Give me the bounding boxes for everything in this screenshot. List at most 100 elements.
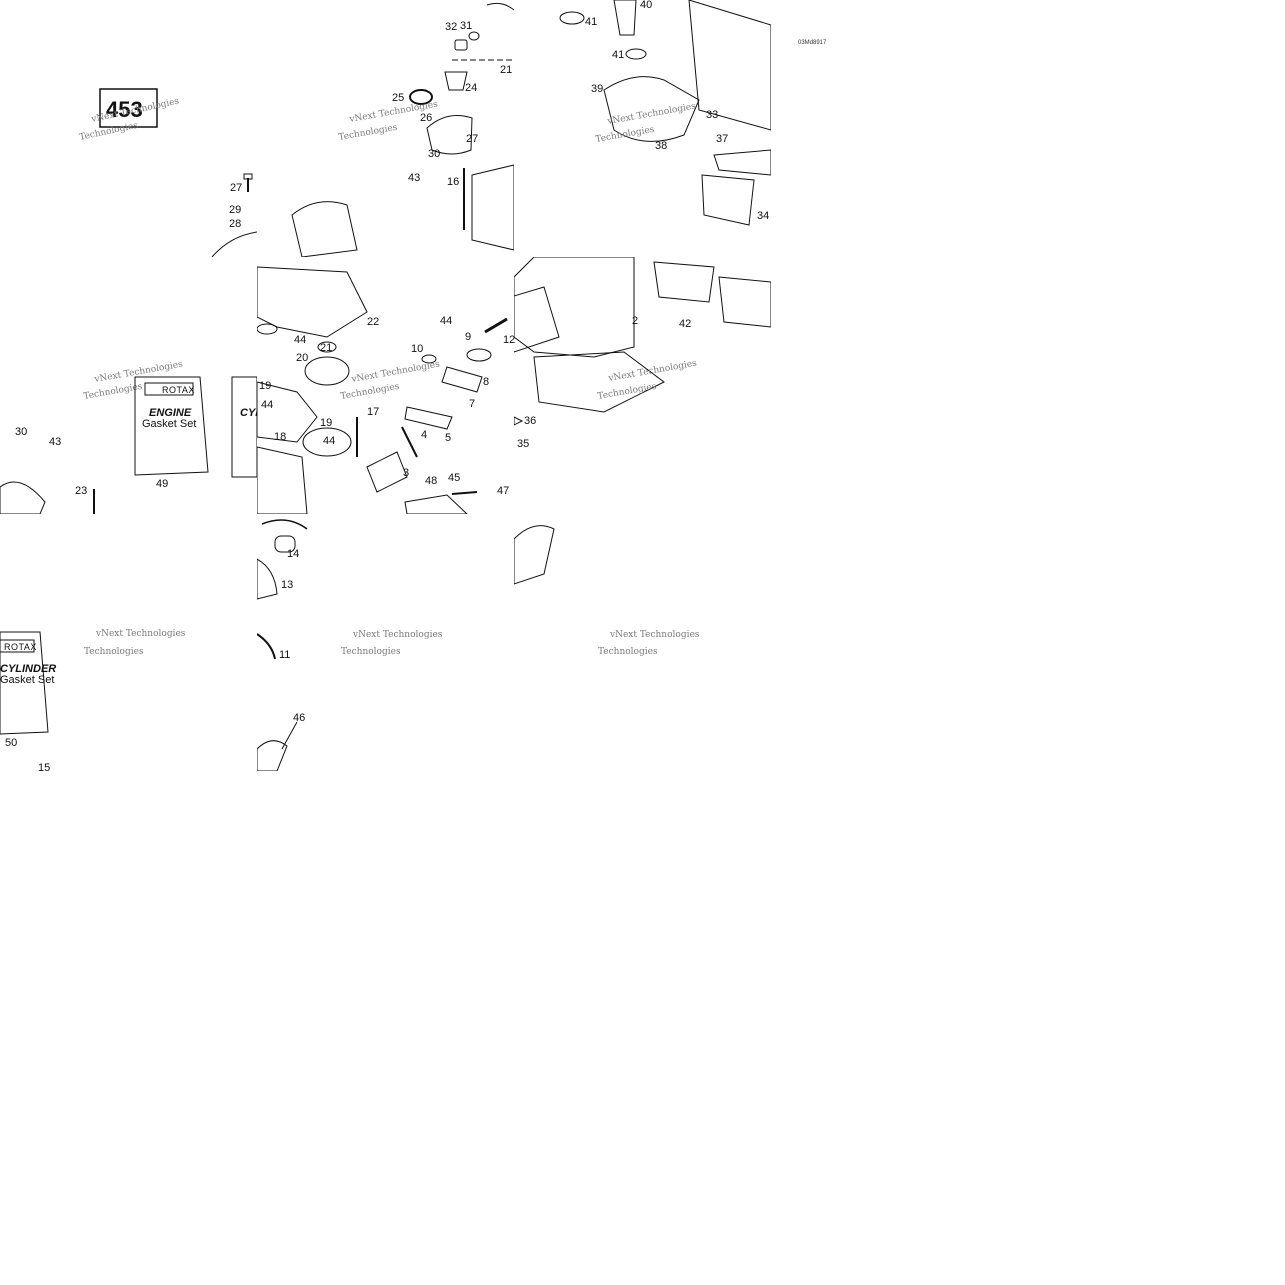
carburetor-adapter-shape: [603, 76, 700, 142]
callout-label: 13: [281, 579, 293, 591]
watermark-text: Technologies: [84, 647, 144, 657]
valve-cover-shape: [441, 366, 483, 393]
callout-label: 42: [679, 318, 691, 330]
callout-label: 30: [428, 148, 440, 160]
callout-label: 49: [156, 478, 168, 490]
callout-label: 41: [612, 49, 624, 61]
piston-pin-shape: [274, 535, 296, 553]
callout-label: 23: [75, 485, 87, 497]
tile-svg-reference: 03Md8917: [798, 40, 827, 46]
exhaust-port-shape: [514, 286, 560, 353]
thermostat-cover-shape: [426, 115, 473, 155]
diagram-tile-bottom-middle: 14 13 vNext Technologies Technologies 11…: [257, 514, 514, 771]
callout-label: 4: [421, 429, 427, 441]
callout-label: 17: [367, 406, 379, 418]
diagram-tile-bottom-right: vNext Technologies Technologies: [514, 514, 771, 771]
diagram-tile-top-left: 453 vNext Technologies Technologies 27 2…: [0, 0, 257, 257]
callout-label: 22: [367, 316, 379, 328]
watermark-text: Technologies: [79, 121, 140, 143]
callout-label: 5: [445, 432, 451, 444]
brand-plate: [144, 382, 194, 396]
watermark-text: vNext Technologies: [606, 102, 697, 128]
watermark-text: Technologies: [598, 647, 658, 657]
washer-shape: [468, 31, 480, 41]
leader-line: [281, 721, 298, 750]
callout-label: 29: [229, 204, 241, 216]
callout-label: 40: [640, 0, 652, 11]
callout-holder-12: 12: [500, 330, 520, 346]
cylinder-base-gasket-shape: [533, 351, 665, 413]
bolt-head-shape: [243, 173, 253, 180]
callout-label: 32: [445, 21, 457, 33]
flange-gasket-shape: [653, 261, 715, 303]
crankcase-fragment-shape: [514, 525, 555, 585]
callout-label: 21: [500, 64, 512, 76]
callout-label: 38: [655, 140, 667, 152]
watermark-text: Technologies: [340, 382, 401, 402]
o-ring-shape: [421, 354, 437, 364]
insert-shape: [304, 356, 350, 386]
cylinder-head-shape: [257, 266, 368, 338]
callout-label: 25: [392, 92, 404, 104]
diagram-number: 453: [106, 97, 143, 122]
thermostat-cover-shape: [0, 481, 46, 514]
callout-label: 44: [323, 435, 335, 447]
rave-valve-shape: [366, 451, 408, 493]
flange-gasket-shape: [718, 276, 771, 328]
cylinder-kit-subtitle: Gasket Set: [0, 674, 54, 686]
cylinder-head-gasket-shape: [471, 164, 514, 251]
watermark-text: vNext Technologies: [93, 360, 184, 386]
callout-label: 16: [447, 176, 459, 188]
callout-label: 44: [261, 399, 273, 411]
reference-mark-shape: [514, 416, 524, 426]
callout-label: 47: [497, 485, 509, 497]
bearing-shape: [257, 740, 288, 771]
cylinder-kit-box: [0, 631, 49, 735]
callout-label: 28: [229, 218, 241, 230]
screw-shape: [451, 491, 478, 495]
callout-label: 15: [38, 762, 50, 771]
base-gasket-shape: [257, 446, 308, 514]
brand-plate: [0, 639, 35, 653]
callout-label: 27: [466, 133, 478, 145]
engine-kit-subtitle: Gasket Set: [142, 418, 196, 430]
housing-outline: [211, 231, 257, 257]
cylinder-shape: [514, 257, 635, 358]
head-gasket-shape: [257, 381, 318, 443]
callout-label: 7: [469, 398, 475, 410]
exhaust-manifold-shape: [291, 201, 358, 257]
callout-label: 39: [591, 83, 603, 95]
watermark-text: Technologies: [595, 125, 656, 145]
callout-label: 43: [408, 172, 420, 184]
circlip-shape: [261, 519, 308, 530]
reference-code: 03Md8917: [798, 40, 827, 46]
callout-label: 48: [425, 475, 437, 487]
cylinder-kit-title: CYLINDER: [0, 663, 56, 675]
watermark-text: Technologies: [341, 647, 401, 657]
diagram-number-frame: [99, 88, 158, 128]
o-ring-shape: [302, 427, 352, 457]
engine-kit-title: ENGINE: [149, 407, 192, 419]
clamp-shape: [559, 11, 585, 25]
callout-svg-12: 12: [503, 334, 515, 346]
callout-label: 8: [483, 376, 489, 388]
tile-svg-center: 22 44 21 20 vNext Technologies Technolog…: [257, 266, 509, 514]
o-ring-shape: [409, 89, 433, 105]
callout-label: 41: [585, 16, 597, 28]
cylinder-kit-box-edge: [231, 376, 257, 478]
diagram-tile-bottom-left: ROTAX CYLINDER Gasket Set 50 vNext Techn…: [0, 514, 257, 771]
callout-label: 35: [517, 438, 529, 450]
tile-svg-top-right: 40 41 41 39 33 vNext Technologies Techno…: [559, 0, 771, 226]
o-ring-shape: [466, 348, 492, 362]
piston-shape: [257, 558, 278, 600]
callout-label: 43: [49, 436, 61, 448]
tile-svg-bottom-middle: 14 13 vNext Technologies Technologies 11…: [257, 519, 443, 771]
watermark-text: Technologies: [83, 382, 144, 402]
callout-label: 45: [448, 472, 460, 484]
hose-shape: [613, 0, 637, 36]
piston-ring-shape: [257, 633, 276, 660]
watermark-text: vNext Technologies: [95, 629, 186, 639]
plug-shape: [454, 39, 468, 51]
reed-valve-shape: [701, 174, 755, 226]
o-ring-shape: [257, 323, 278, 335]
